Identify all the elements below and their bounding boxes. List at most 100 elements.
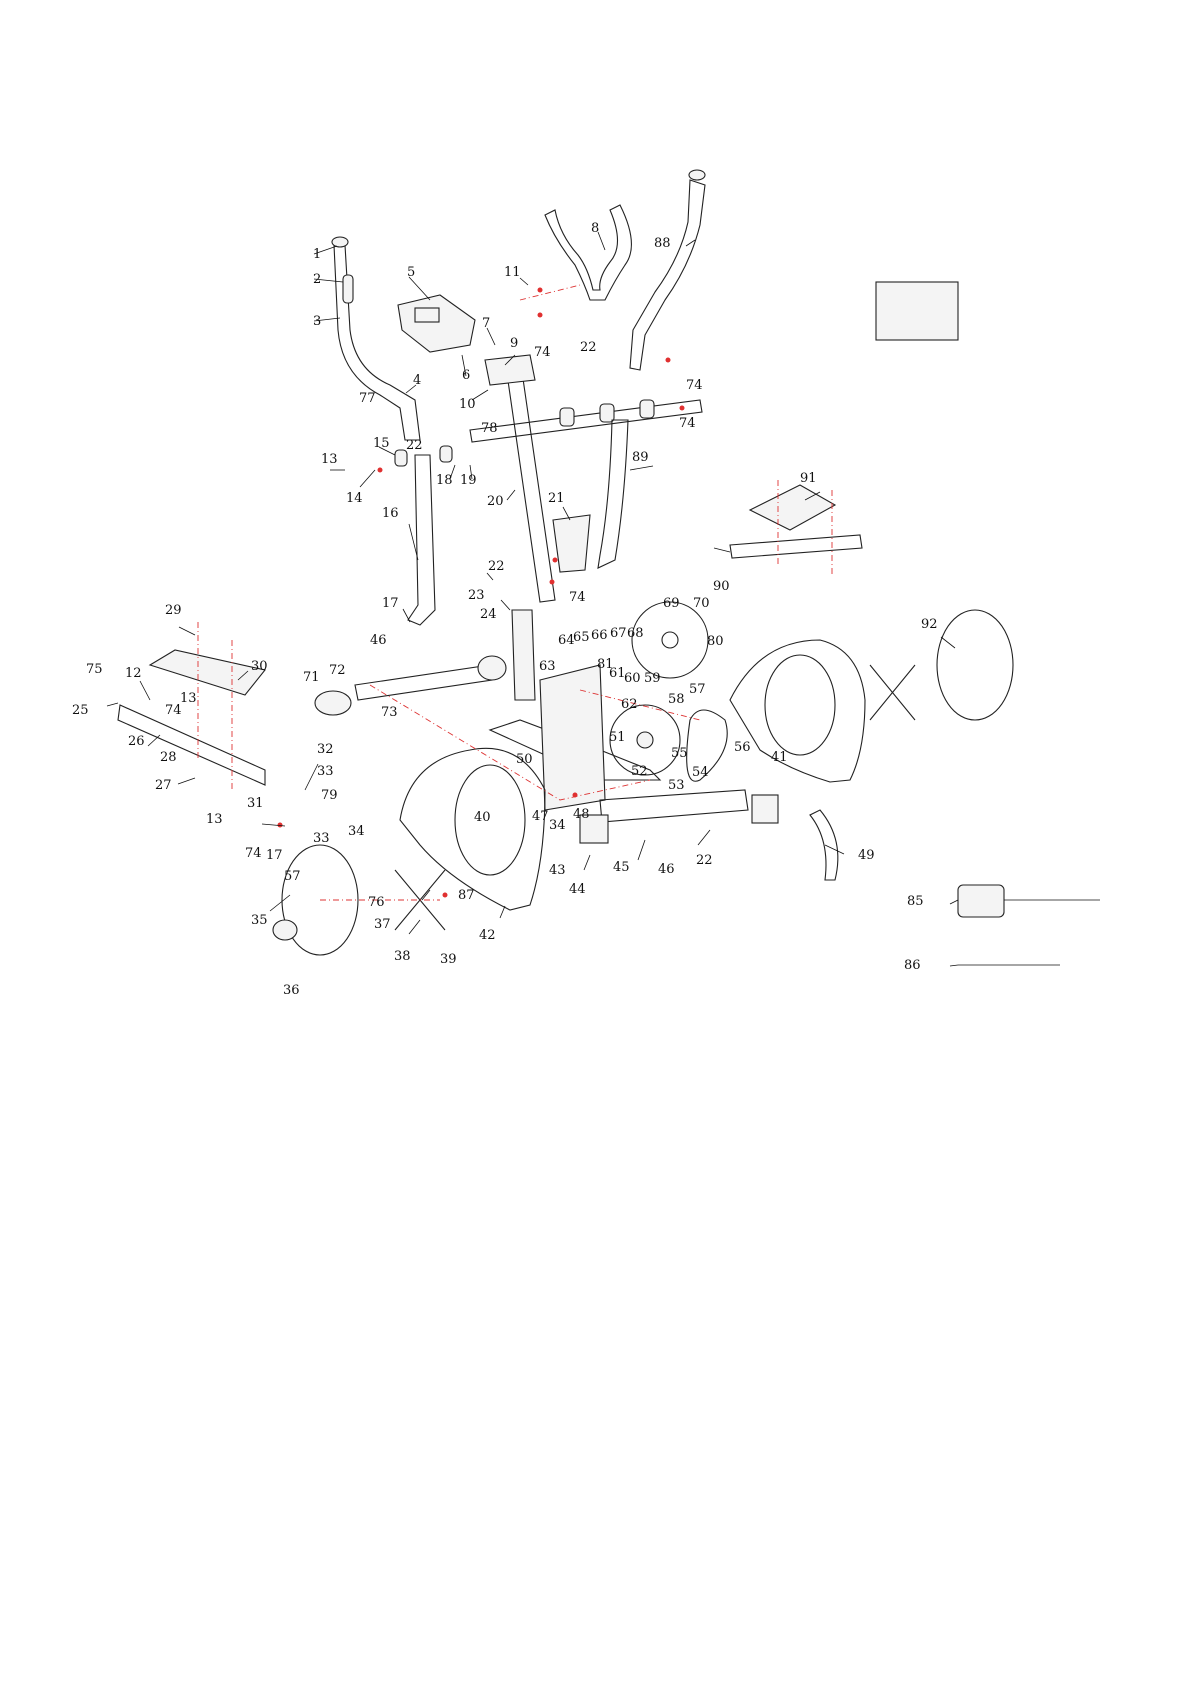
label-part-39: 39	[440, 952, 457, 967]
label-part-77: 77	[359, 391, 376, 406]
label-part-40: 40	[474, 810, 491, 825]
label-part-33-a: 33	[317, 764, 334, 779]
label-part-53: 53	[668, 778, 685, 793]
label-part-36: 36	[283, 983, 300, 998]
assembly-line-front	[369, 684, 651, 801]
label-part-59: 59	[644, 671, 661, 686]
bolt-dot-6	[549, 579, 555, 585]
label-part-88: 88	[654, 236, 671, 251]
bushing-e	[439, 445, 453, 463]
label-part-67: 67	[610, 626, 627, 641]
console-screen	[414, 307, 440, 323]
label-part-48: 48	[573, 807, 590, 822]
left-pedal	[148, 649, 266, 696]
handlebar-grip-left	[342, 274, 354, 304]
seat-post	[511, 609, 536, 701]
label-part-14: 14	[346, 491, 363, 506]
label-part-73: 73	[381, 705, 398, 720]
label-part-74-f: 74	[245, 846, 262, 861]
label-part-15: 15	[373, 436, 390, 451]
left-disc-cap	[272, 919, 298, 941]
label-part-56: 56	[734, 740, 751, 755]
label-part-74-b: 74	[686, 378, 703, 393]
left-pedal-arm	[117, 704, 266, 786]
flywheel-hub	[661, 631, 679, 649]
hardware-card	[875, 281, 959, 341]
label-part-22-b: 22	[406, 438, 423, 453]
power-adapter	[957, 884, 1005, 918]
label-part-7: 7	[482, 316, 490, 331]
crank-x-right	[869, 664, 916, 721]
label-part-45: 45	[613, 860, 630, 875]
stabilizer-cap-front-left	[314, 690, 352, 716]
bracket-plate	[484, 354, 536, 386]
label-part-90: 90	[713, 579, 730, 594]
left-shroud-window	[454, 764, 526, 876]
pivot-axle	[469, 399, 703, 443]
leader-lines	[106, 231, 959, 967]
label-part-44: 44	[569, 882, 586, 897]
label-part-33-b: 33	[313, 831, 330, 846]
label-part-74-a: 74	[534, 345, 551, 360]
label-part-57-a: 57	[689, 682, 706, 697]
label-part-68: 68	[627, 626, 644, 641]
post-cover	[552, 514, 591, 573]
label-part-2: 2	[313, 272, 321, 287]
bolt-dot-10	[572, 792, 578, 798]
label-part-22-a: 22	[580, 340, 597, 355]
label-part-92: 92	[921, 617, 938, 632]
label-part-49: 49	[858, 848, 875, 863]
label-part-47: 47	[532, 809, 549, 824]
label-part-4: 4	[413, 373, 421, 388]
left-handlebar	[333, 244, 421, 441]
label-part-34-b: 34	[549, 818, 566, 833]
right-crank	[809, 809, 839, 881]
fixed-handlebar	[544, 204, 632, 301]
bolt-dot-4	[679, 405, 685, 411]
bolt-dot-3	[665, 357, 671, 363]
label-part-32: 32	[317, 742, 334, 757]
label-part-18: 18	[436, 473, 453, 488]
label-part-74-d: 74	[569, 590, 586, 605]
label-part-9: 9	[510, 336, 518, 351]
label-part-71: 71	[303, 670, 320, 685]
label-part-13-c: 13	[206, 812, 223, 827]
label-part-74-e: 74	[165, 703, 182, 718]
label-part-38: 38	[394, 949, 411, 964]
rear-cap-left	[579, 814, 609, 844]
label-part-13-a: 13	[321, 452, 338, 467]
label-part-81: 81	[597, 657, 614, 672]
label-part-78: 78	[481, 421, 498, 436]
label-part-52: 52	[631, 764, 648, 779]
left-shroud	[399, 747, 546, 911]
label-part-29: 29	[165, 603, 182, 618]
label-part-79: 79	[321, 788, 338, 803]
right-lower-arm	[597, 419, 629, 569]
label-part-76: 76	[368, 895, 385, 910]
bolt-dot-5	[377, 467, 383, 473]
part-labels: 1 2 3 4 5 6 7 8 9 10 11 12 13 13 13 14 1…	[72, 221, 938, 998]
label-part-41: 41	[771, 750, 788, 765]
label-part-23: 23	[468, 588, 485, 603]
handlebar-cap-right	[688, 169, 706, 181]
label-part-1: 1	[313, 247, 321, 262]
label-part-85: 85	[907, 894, 924, 909]
right-handlebar	[629, 179, 706, 371]
bolt-dot-9	[442, 892, 448, 898]
label-part-25: 25	[72, 703, 89, 718]
label-part-75: 75	[86, 662, 103, 677]
bushing-d	[394, 449, 408, 467]
label-part-22-d: 22	[696, 853, 713, 868]
label-part-80: 80	[707, 634, 724, 649]
label-part-55: 55	[671, 746, 688, 761]
right-shroud-window	[764, 654, 836, 756]
label-part-46-b: 46	[658, 862, 675, 877]
label-part-13-b: 13	[180, 691, 197, 706]
front-stabilizer	[354, 664, 493, 701]
right-disc-cover	[936, 609, 1014, 721]
handlebar-cap-left	[331, 236, 349, 248]
label-part-28: 28	[160, 750, 177, 765]
label-part-10: 10	[459, 397, 476, 412]
label-part-11: 11	[504, 265, 521, 280]
pulley-hub	[636, 731, 654, 749]
